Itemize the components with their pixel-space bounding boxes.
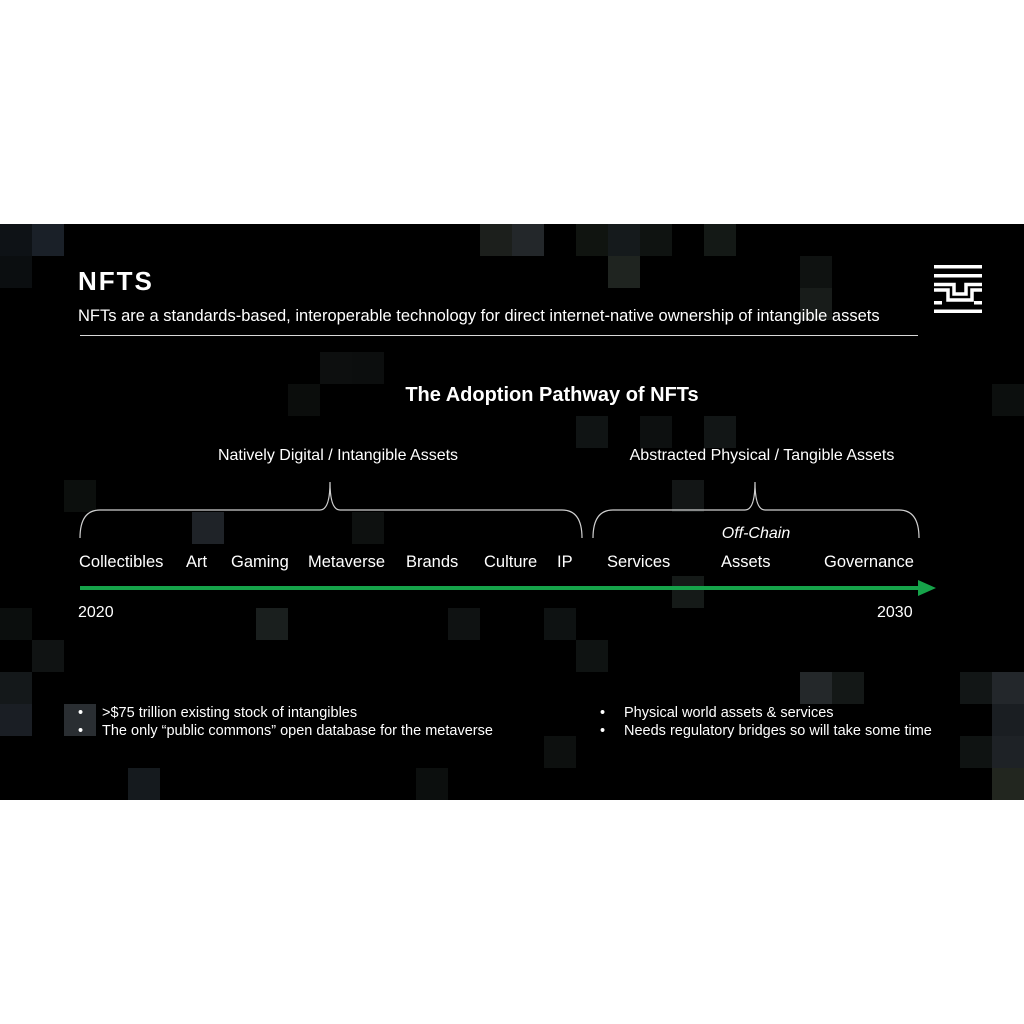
note-item: • >$75 trillion existing stock of intangi…: [78, 704, 493, 722]
notes-left: • >$75 trillion existing stock of intangi…: [78, 704, 493, 740]
timeline-graphics: [79, 481, 936, 596]
stage-services: Services: [607, 553, 671, 571]
bullet-icon: •: [600, 705, 606, 721]
divider: [80, 335, 918, 336]
bullet-icon: •: [78, 705, 84, 721]
notes-right: • Physical world assets & services • Needs…: [600, 704, 932, 740]
note-item: • Physical world assets & services: [600, 704, 932, 722]
stage-collectibles: Collectibles: [79, 553, 164, 571]
slide: NFTS NFTs are a standards-based, interop…: [0, 224, 1024, 800]
stage-governance: Governance: [824, 553, 914, 571]
tagline: NFTs are a standards-based, interoperabl…: [78, 307, 880, 325]
timeline-arrow-head: [918, 580, 936, 596]
brand-title: NFTS: [78, 266, 154, 296]
diagram-title: The Adoption Pathway of NFTs: [405, 384, 699, 406]
note-item: • The only “public commons” open database…: [78, 722, 493, 740]
stage-art: Art: [186, 553, 208, 571]
stage-culture: Culture: [484, 553, 538, 571]
bullet-icon: •: [600, 723, 606, 739]
group-label-digital: Natively Digital / Intangible Assets: [217, 447, 459, 464]
stage-ip: IP: [557, 553, 573, 571]
note-text: Physical world assets & services: [624, 705, 834, 721]
group-label-physical: Abstracted Physical / Tangible Assets: [629, 447, 895, 464]
note-text: >$75 trillion existing stock of intangib…: [102, 705, 358, 721]
stage-gaming: Gaming: [231, 553, 289, 571]
stage-assets: Assets: [721, 553, 771, 571]
start-year: 2020: [78, 604, 114, 621]
maze-glyph-logo-icon: [934, 265, 982, 313]
note-item: • Needs regulatory bridges so will take s…: [600, 722, 932, 740]
stage-brands: Brands: [406, 553, 459, 571]
bullet-icon: •: [78, 723, 84, 739]
bracket-physical: [592, 481, 920, 539]
note-text: The only “public commons” open database …: [102, 723, 493, 739]
offchain-label: Off-Chain: [721, 525, 791, 542]
note-text: Needs regulatory bridges so will take so…: [624, 723, 932, 739]
stage-metaverse: Metaverse: [308, 553, 386, 571]
end-year: 2030: [877, 604, 913, 621]
bracket-digital: [79, 481, 583, 539]
